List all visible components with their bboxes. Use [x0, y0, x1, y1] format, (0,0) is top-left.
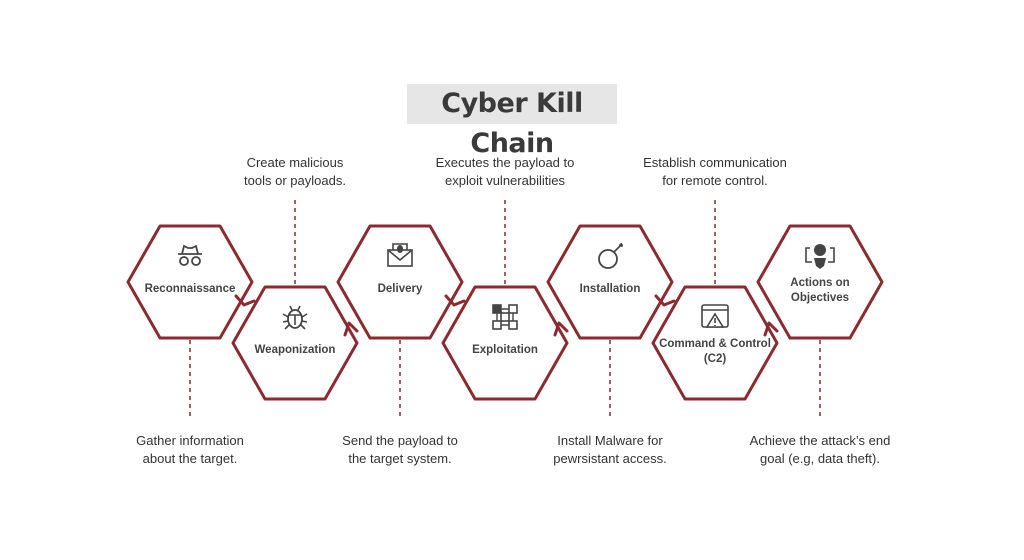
hexagon-outline: [756, 224, 884, 340]
bomb-icon: [598, 242, 623, 269]
description-line: exploit vulnerabilities: [445, 173, 565, 188]
hexagon-outline: [546, 224, 674, 340]
arrow-icon: [763, 321, 779, 337]
arrow-icon: [654, 294, 676, 307]
description-line: Achieve the attack’s end: [749, 433, 891, 448]
stage-reconnaissance: Reconnaissance: [126, 224, 256, 340]
description-line: goal (e.g, data theft).: [760, 451, 880, 466]
description-line: Establish communication: [643, 155, 787, 170]
hexagon-outline: [651, 285, 779, 401]
description-line: Gather information: [136, 433, 244, 448]
network-cubes-icon: [492, 304, 518, 330]
stage-weaponization: Weaponization: [231, 285, 359, 401]
stage-description: Install Malware for pewrsistant access.: [510, 432, 710, 468]
arrow-icon: [343, 321, 359, 337]
description-line: Send the payload to: [342, 433, 458, 448]
stage-delivery: Delivery: [336, 224, 466, 340]
description-line: the target system.: [348, 451, 452, 466]
arrow-icon: [444, 294, 466, 307]
stage-label: Delivery: [378, 283, 423, 295]
stage-command-control: Command & Control (C2): [651, 285, 779, 401]
stage-actions-on: Actions on Objectives: [756, 224, 884, 340]
browser-warning-icon: [701, 304, 729, 328]
stage-label: Weaponization: [255, 344, 336, 356]
spy-icon: [178, 244, 202, 266]
stage-description: Achieve the attack’s end goal (e.g, data …: [720, 432, 920, 468]
hexagon-outline: [126, 224, 254, 340]
stage-label: Installation: [580, 283, 641, 295]
stage-label: Objectives: [791, 292, 849, 304]
stage-label: Reconnaissance: [145, 283, 236, 295]
description-line: tools or payloads.: [244, 173, 346, 188]
stage-exploitation: Exploitation: [441, 285, 569, 401]
hacker-skull-icon: [805, 244, 835, 269]
stage-installation: Installation: [546, 224, 676, 340]
stage-label: Exploitation: [472, 344, 538, 356]
description-line: for remote control.: [662, 173, 768, 188]
stage-description: Send the payload to the target system.: [300, 432, 500, 468]
bug-icon: [282, 305, 308, 330]
arrow-icon: [553, 321, 569, 337]
hexagon-outline: [336, 224, 464, 340]
diagram-title: Cyber Kill Chain: [407, 84, 617, 159]
arrow-icon: [234, 294, 256, 307]
description-line: Create malicious: [246, 155, 344, 170]
stage-description: Establish communication for remote contro…: [615, 154, 815, 190]
description-line: Executes the payload to: [435, 155, 575, 170]
hexagon-outline: [441, 285, 569, 401]
stage-description: Executes the payload to exploit vulnerabi…: [405, 154, 605, 190]
stage-label: Actions on: [790, 277, 849, 289]
hexagon-outline: [231, 285, 359, 401]
stage-label: (C2): [704, 353, 727, 365]
description-line: pewrsistant access.: [553, 451, 667, 466]
description-line: Install Malware for: [557, 433, 663, 448]
email-bug-icon: [387, 243, 413, 267]
stage-label: Command & Control: [659, 338, 771, 350]
stage-description: Gather information about the target.: [90, 432, 290, 468]
stage-description: Create malicious tools or payloads.: [195, 154, 395, 190]
description-line: about the target.: [142, 451, 238, 466]
